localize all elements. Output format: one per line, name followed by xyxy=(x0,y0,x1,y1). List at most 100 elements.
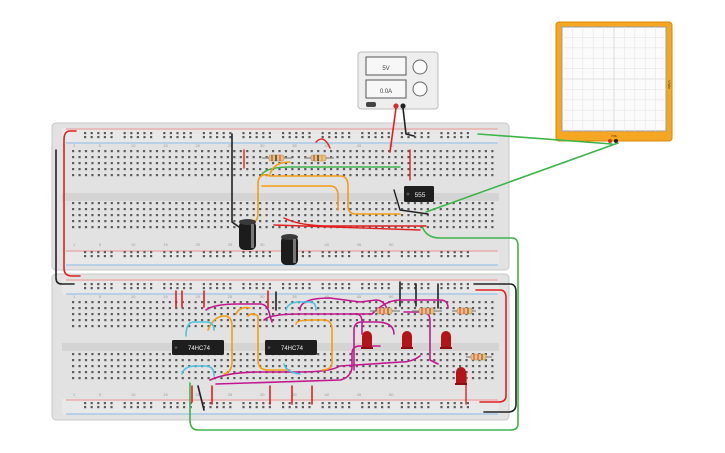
column-number: 40 xyxy=(325,294,330,299)
oscilloscope-grid xyxy=(562,27,666,131)
power-supply[interactable]: 5V 0.0A xyxy=(357,51,439,110)
led-4[interactable] xyxy=(455,367,467,385)
column-number: 20 xyxy=(196,392,201,397)
wire-cyan-2[interactable] xyxy=(181,365,215,377)
wire-magenta-3[interactable] xyxy=(299,297,389,315)
wire-black-bottom-1[interactable] xyxy=(197,385,205,411)
wire-orange-top-2[interactable] xyxy=(261,185,339,211)
column-number: 25 xyxy=(228,143,233,148)
column-number: 1 xyxy=(73,392,76,397)
led-2[interactable] xyxy=(401,331,413,349)
wire-red-bottom-4[interactable] xyxy=(191,385,213,405)
resistor-bottom-3[interactable] xyxy=(452,307,476,315)
chip-555-label: 555 xyxy=(415,192,426,199)
wire-black-power-supply[interactable] xyxy=(402,107,415,137)
wire-orange-top-4[interactable] xyxy=(269,161,291,175)
wire-red-top-1[interactable] xyxy=(315,138,331,149)
column-number: 10 xyxy=(131,242,136,247)
column-number: 30 xyxy=(260,392,265,397)
wire-green-scope-1[interactable] xyxy=(477,133,613,145)
power-supply-voltage-readout: 5V xyxy=(382,66,389,72)
wire-red-power-supply[interactable] xyxy=(389,107,397,153)
column-number: 10 xyxy=(131,392,136,397)
column-number: 15 xyxy=(163,294,168,299)
power-switch[interactable] xyxy=(366,102,376,107)
wire-cyan-3[interactable] xyxy=(285,301,317,311)
wire-red-bottom-1[interactable] xyxy=(175,290,183,308)
column-number: 5 xyxy=(99,294,102,299)
column-number: 40 xyxy=(325,143,330,148)
led-1[interactable] xyxy=(361,331,373,349)
column-number: 40 xyxy=(325,392,330,397)
resistor-bottom-1[interactable] xyxy=(370,307,400,315)
wire-magenta-4[interactable] xyxy=(353,321,395,371)
resistors[interactable] xyxy=(262,154,492,361)
terminal-negative[interactable] xyxy=(400,103,406,109)
wire-green-scope-2[interactable] xyxy=(425,142,619,213)
column-number: 10 xyxy=(131,143,136,148)
chip-74hc74-2[interactable]: 74HC74 xyxy=(265,340,317,355)
column-number: 40 xyxy=(325,242,330,247)
column-number: 5 xyxy=(99,392,102,397)
column-number: 1 xyxy=(73,143,76,148)
wire-orange-bottom-4[interactable] xyxy=(235,306,251,315)
column-number: 5 xyxy=(99,143,102,148)
current-knob[interactable] xyxy=(412,81,428,97)
wire-red-top-3[interactable] xyxy=(283,217,427,227)
column-number: 1 xyxy=(73,242,76,247)
resistor-bottom-2[interactable] xyxy=(412,307,442,315)
capacitor-2[interactable] xyxy=(281,234,298,265)
column-number: 30 xyxy=(260,294,265,299)
led-3[interactable] xyxy=(440,331,452,349)
chip-74hc74-1[interactable]: 74HC74 xyxy=(172,340,224,355)
wire-orange-bottom-2[interactable] xyxy=(247,313,291,371)
column-number: 45 xyxy=(357,294,362,299)
breadboard-top-holes[interactable] xyxy=(72,132,494,258)
scope-probe-terminal-1[interactable] xyxy=(608,139,612,143)
column-number: 25 xyxy=(228,242,233,247)
wire-black-left-rail[interactable] xyxy=(55,149,75,285)
resistor-top-2[interactable] xyxy=(304,154,334,162)
wire-black-bottom-4[interactable] xyxy=(473,283,517,413)
voltage-knob[interactable] xyxy=(412,59,428,75)
wire-cyan-1[interactable] xyxy=(185,321,215,337)
column-number: 15 xyxy=(163,392,168,397)
wire-red-top-4[interactable] xyxy=(273,224,421,231)
wire-black-bottom-3[interactable] xyxy=(399,281,439,309)
terminal-positive[interactable] xyxy=(393,103,399,109)
chip-74hc74-2-label: 74HC74 xyxy=(281,346,304,352)
capacitor-1[interactable] xyxy=(239,219,256,250)
resistor-bottom-4[interactable] xyxy=(466,353,492,361)
column-number: 35 xyxy=(292,392,297,397)
power-supply-current-readout: 0.0A xyxy=(380,89,392,95)
column-number: 45 xyxy=(357,242,362,247)
column-number: 5 xyxy=(99,242,102,247)
wire-red-left-rail[interactable] xyxy=(63,130,81,277)
wire-magenta-1[interactable] xyxy=(205,303,273,323)
column-number: 20 xyxy=(196,143,201,148)
column-number: 50 xyxy=(389,294,394,299)
column-number: 50 xyxy=(389,392,394,397)
column-number: 15 xyxy=(163,242,168,247)
wire-orange-bottom-1[interactable] xyxy=(207,315,233,375)
oscilloscope-time-label: ms xyxy=(611,133,616,138)
scope-probe-terminal-2[interactable] xyxy=(614,139,618,143)
column-number: 45 xyxy=(357,143,362,148)
wire-orange-bottom-3[interactable] xyxy=(295,319,333,371)
wire-red-bottom-right[interactable] xyxy=(475,289,507,403)
wire-green-long-loop[interactable] xyxy=(189,225,519,431)
resistor-top-1[interactable] xyxy=(262,154,292,162)
column-number: 20 xyxy=(196,242,201,247)
wire-magenta-6[interactable] xyxy=(215,345,381,385)
chip-555[interactable]: 555 xyxy=(404,186,434,202)
oscilloscope[interactable]: ms V/div xyxy=(555,21,673,143)
column-number: 25 xyxy=(228,392,233,397)
wire-orange-top-1[interactable] xyxy=(257,174,401,215)
wire-black-top-2[interactable] xyxy=(393,189,429,215)
column-number: 35 xyxy=(292,143,297,148)
wire-cyan-4[interactable] xyxy=(283,363,301,375)
